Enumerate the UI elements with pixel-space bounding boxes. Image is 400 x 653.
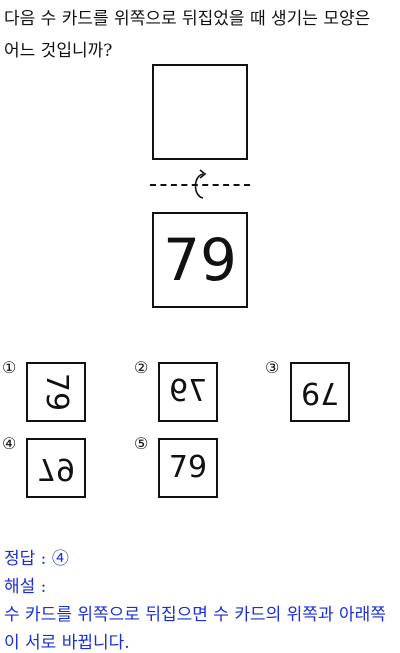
question-line-2: 어느 것입니까? [4,41,113,61]
answer-label: 정답 : ④ [4,549,69,569]
option-4-marker: ④ [2,434,17,453]
number-card: 79 [152,212,248,308]
option-1-card[interactable]: 79 [26,362,86,422]
option-5-text: 79 [168,450,208,485]
option-2-text: 79 [168,374,208,409]
option-4-card[interactable]: 79 [26,438,86,498]
empty-result-box [152,64,248,160]
explanation-line-2: 이 서로 바뀝니다. [4,633,130,653]
explanation-line-1: 수 카드를 위쪽으로 뒤집으면 수 카드의 위쪽과 아래쪽 [4,605,386,625]
option-4-text: 79 [36,451,76,486]
option-5-marker: ⑤ [134,434,149,453]
option-2-card[interactable]: 79 [158,362,218,422]
flip-axis-line [150,184,250,186]
option-1-text: 79 [39,372,74,412]
flip-arrow-icon [194,169,207,199]
option-2-marker: ② [134,358,149,377]
option-5-card[interactable]: 79 [158,438,218,498]
option-3-text: 79 [300,375,340,410]
option-1-marker: ① [2,358,17,377]
option-3-card[interactable]: 79 [290,362,350,422]
question-line-1: 다음 수 카드를 위쪽으로 뒤집었을 때 생기는 모양은 [4,9,371,29]
explanation-label: 해설 : [4,577,47,597]
option-3-marker: ③ [265,358,280,377]
